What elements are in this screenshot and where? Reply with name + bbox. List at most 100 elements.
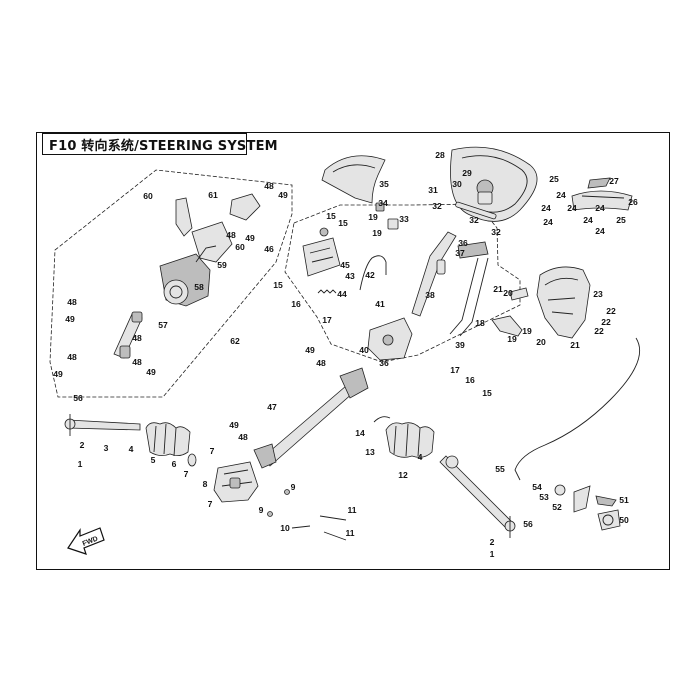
callout-15: 15 — [273, 280, 283, 290]
callout-25: 25 — [549, 174, 559, 184]
callout-48: 48 — [132, 357, 142, 367]
callout-35: 35 — [379, 179, 389, 189]
ring-6 — [187, 453, 197, 467]
mount-bracket — [302, 227, 341, 277]
callout-8: 8 — [203, 479, 208, 489]
callout-21: 21 — [493, 284, 503, 294]
callout-49: 49 — [305, 345, 315, 355]
callout-30: 30 — [452, 179, 462, 189]
steering-gearbox — [213, 461, 259, 503]
callout-24: 24 — [583, 215, 593, 225]
callout-19: 19 — [368, 212, 378, 222]
callout-4: 4 — [418, 452, 423, 462]
callout-57: 57 — [158, 320, 168, 330]
callout-24: 24 — [543, 217, 553, 227]
callout-59: 59 — [217, 260, 227, 270]
callout-16: 16 — [465, 375, 475, 385]
callout-28: 28 — [435, 150, 445, 160]
callout-56: 56 — [73, 393, 83, 403]
ring-14 — [373, 416, 391, 423]
callout-55: 55 — [495, 464, 505, 474]
callout-32: 32 — [432, 201, 442, 211]
callout-39: 39 — [455, 340, 465, 350]
callout-22: 22 — [594, 326, 604, 336]
callout-25: 25 — [616, 215, 626, 225]
callout-45: 45 — [340, 260, 350, 270]
callout-48: 48 — [67, 297, 77, 307]
callout-37: 37 — [455, 248, 465, 258]
callout-18: 18 — [475, 318, 485, 328]
callout-4: 4 — [129, 444, 134, 454]
tie-rod-right — [439, 455, 516, 538]
callout-48: 48 — [238, 432, 248, 442]
bracket-34 — [375, 202, 399, 230]
callout-7: 7 — [184, 469, 189, 479]
callout-46: 46 — [264, 244, 274, 254]
callout-42: 42 — [365, 270, 375, 280]
callout-48: 48 — [264, 181, 274, 191]
callout-48: 48 — [226, 230, 236, 240]
callout-27: 27 — [609, 176, 619, 186]
callout-1: 1 — [78, 459, 83, 469]
callout-3: 3 — [104, 443, 109, 453]
callout-49: 49 — [245, 233, 255, 243]
callout-60: 60 — [143, 191, 153, 201]
callout-13: 13 — [365, 447, 375, 457]
callout-5: 5 — [151, 455, 156, 465]
callout-19: 19 — [507, 334, 517, 344]
cable-55 — [514, 337, 641, 481]
callout-10: 10 — [280, 523, 290, 533]
callout-14: 14 — [355, 428, 365, 438]
spring-44 — [317, 289, 337, 294]
callout-49: 49 — [146, 367, 156, 377]
callout-43: 43 — [345, 271, 355, 281]
callout-16: 16 — [291, 299, 301, 309]
callout-24: 24 — [541, 203, 551, 213]
callout-61: 61 — [208, 190, 218, 200]
callout-2: 2 — [490, 537, 495, 547]
callout-34: 34 — [378, 198, 388, 208]
intermediate-shaft-57 — [113, 311, 143, 359]
column-shroud — [536, 266, 591, 339]
callout-32: 32 — [469, 215, 479, 225]
callout-2: 2 — [80, 440, 85, 450]
callout-22: 22 — [601, 317, 611, 327]
page-title: F10 转向系统/STEERING SYSTEM — [49, 138, 278, 154]
callout-12: 12 — [398, 470, 408, 480]
callout-20: 20 — [503, 288, 513, 298]
callout-11: 11 — [347, 505, 356, 515]
callout-56: 56 — [523, 519, 533, 529]
wheel-trim-cover — [571, 177, 633, 211]
callout-36: 36 — [379, 358, 389, 368]
callout-9: 9 — [291, 482, 296, 492]
column-upper-cover — [321, 155, 386, 204]
callout-29: 29 — [462, 168, 472, 178]
callout-36: 36 — [458, 238, 468, 248]
steering-column-shaft — [411, 231, 489, 337]
callout-24: 24 — [567, 203, 577, 213]
callout-17: 17 — [450, 365, 460, 375]
steering-wheel — [450, 146, 538, 222]
callout-24: 24 — [556, 190, 566, 200]
title-box: F10 转向系统/STEERING SYSTEM — [42, 133, 278, 155]
callout-22: 22 — [606, 306, 616, 316]
callout-15: 15 — [482, 388, 492, 398]
callout-26: 26 — [628, 197, 638, 207]
callout-19: 19 — [522, 326, 532, 336]
callout-48: 48 — [316, 358, 326, 368]
callout-17: 17 — [322, 315, 332, 325]
callout-23: 23 — [593, 289, 603, 299]
callout-62: 62 — [230, 336, 240, 346]
callout-53: 53 — [539, 492, 549, 502]
callout-24: 24 — [595, 226, 605, 236]
callout-48: 48 — [132, 333, 142, 343]
callout-49: 49 — [229, 420, 239, 430]
callout-54: 54 — [532, 482, 542, 492]
callout-49: 49 — [65, 314, 75, 324]
callout-51: 51 — [619, 495, 629, 505]
callout-9: 9 — [259, 505, 264, 515]
callout-7: 7 — [210, 446, 215, 456]
callout-33: 33 — [399, 214, 409, 224]
eps-assembly-outline — [49, 169, 293, 398]
